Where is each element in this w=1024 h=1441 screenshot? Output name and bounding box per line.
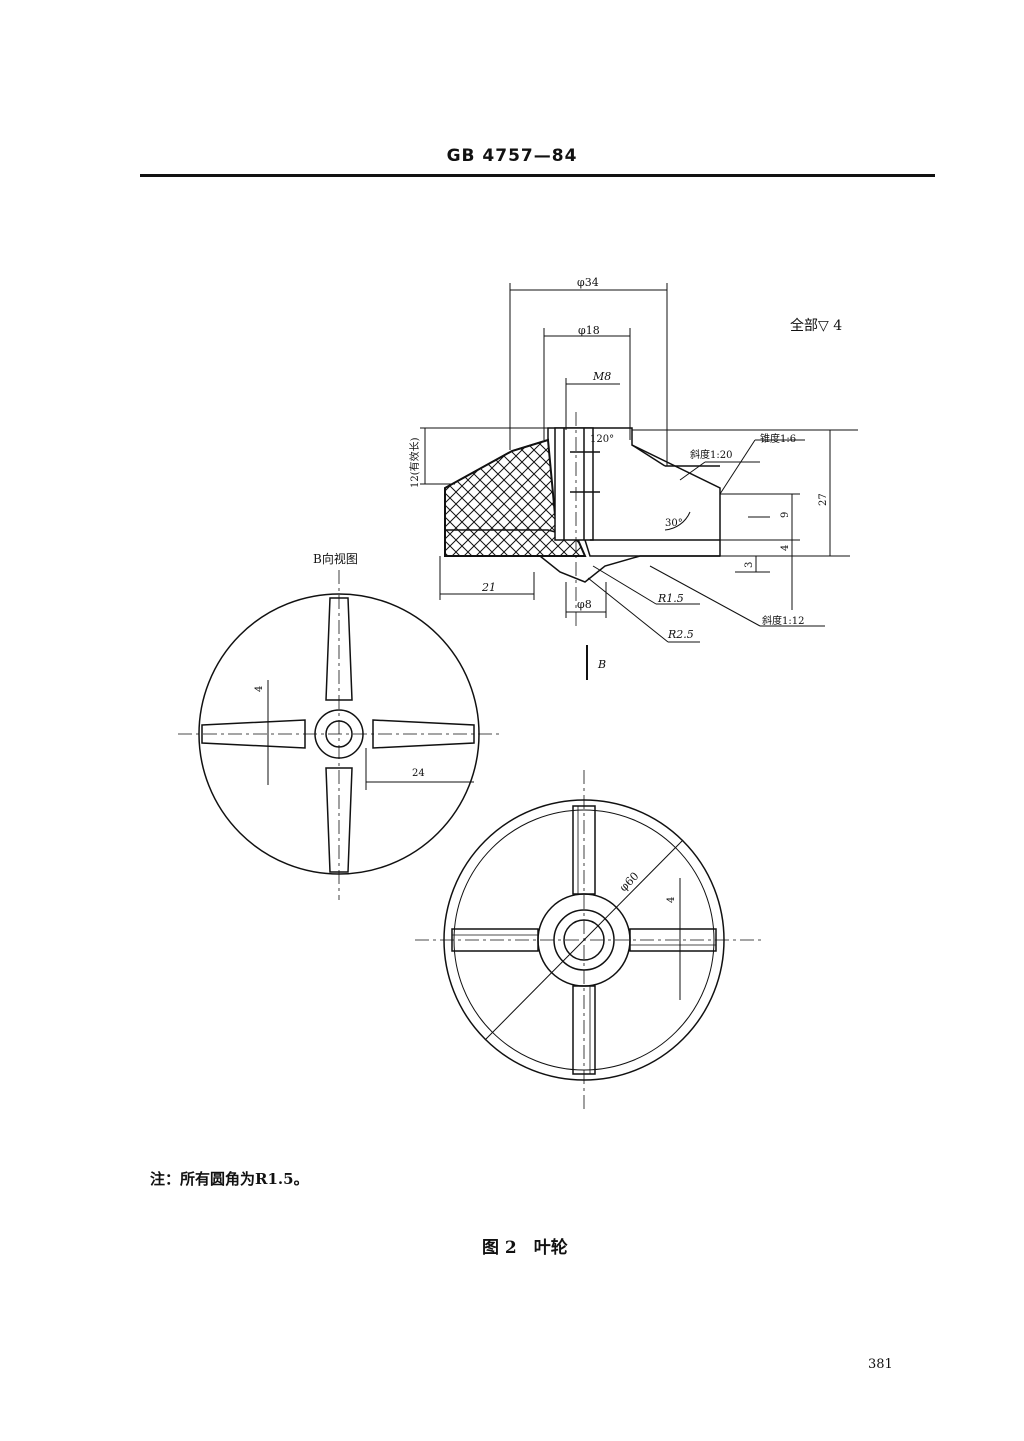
phi60-diameter-line	[484, 839, 684, 1041]
b-view-title: B向视图	[313, 551, 358, 566]
dim-phi8: φ8	[577, 598, 592, 611]
dim-24: 24	[412, 768, 425, 779]
b-view-labels: B向视图 4 24	[254, 551, 425, 779]
label-slope-12: 斜度1:12	[762, 614, 804, 627]
label-slope-20: 斜度1:20	[690, 448, 732, 461]
dim-phi18: φ18	[578, 324, 600, 337]
b-view	[178, 570, 500, 900]
bottom-view	[415, 770, 762, 1112]
dim-phi34: φ34	[577, 276, 599, 289]
dim-r15: R1.5	[657, 592, 684, 605]
dim-21: 21	[481, 581, 496, 594]
b-view-blade-top	[325, 597, 353, 701]
section-dimensions	[420, 283, 858, 680]
label-b: B	[597, 658, 606, 671]
dim-4-right: 4	[780, 545, 791, 551]
impeller-skirt	[445, 555, 720, 583]
header-rule	[140, 174, 935, 177]
b-view-blade-bottom	[325, 767, 353, 873]
dim-phi60: φ60	[617, 870, 642, 895]
label-taper: 锥度1:6	[760, 432, 796, 445]
dim-4-b: 4	[254, 686, 265, 692]
dim-12-effective: 12(有效长)	[408, 437, 421, 488]
drawing-note: 注：所有圆角为R1.5。	[150, 1170, 309, 1188]
section-view	[444, 412, 721, 630]
dim-120: 120°	[590, 434, 614, 445]
dim-9: 9	[780, 512, 791, 518]
b-view-blade-right	[372, 719, 475, 749]
roughness-note: 全部▽ 4	[790, 317, 842, 334]
dim-3: 3	[744, 562, 755, 568]
dim-r25: R2.5	[667, 628, 694, 641]
dim-27: 27	[818, 493, 829, 506]
dim-m8: M8	[592, 370, 611, 383]
b-view-blade-left	[201, 719, 306, 749]
section-labels: φ34 φ18 M8 120° 锥度1:6 斜度1:20 30° 27 9 4 …	[408, 276, 842, 671]
dim-4-bottom: 4	[666, 897, 677, 903]
figure-caption: 图 2 叶轮	[482, 1238, 568, 1258]
dim-30: 30°	[665, 518, 683, 529]
central-bore	[554, 427, 594, 541]
page-number: 381	[868, 1357, 893, 1372]
page-header: GB 4757—84	[446, 146, 578, 166]
